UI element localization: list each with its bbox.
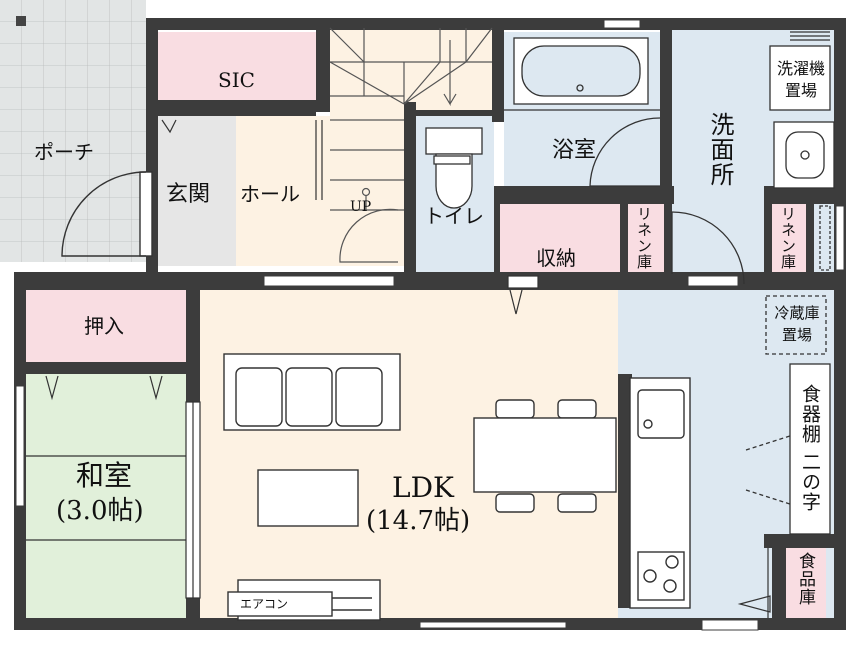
oshiire-fill [26, 290, 186, 362]
hall-fill [236, 116, 410, 266]
washitsu-details [26, 375, 201, 599]
storage-label: 収納 [536, 246, 576, 270]
porch-post [16, 16, 26, 26]
washroom-fixtures [671, 31, 835, 285]
pantry-fill [786, 548, 826, 618]
genkan-label: 玄関 [166, 182, 211, 207]
washitsu-size-label: (3.0帖) [56, 496, 144, 526]
porch-label: ポーチ [34, 140, 94, 164]
hall-label: ホール [240, 182, 300, 206]
linen2-label: リネン庫 [779, 206, 797, 270]
linen1-fill [628, 204, 664, 274]
tv-board [227, 579, 381, 621]
storage-fill [500, 204, 620, 274]
ldk-label: LDK [392, 471, 454, 504]
cupboard [745, 295, 831, 535]
coffee-table [257, 469, 359, 527]
oshiire-label: 押入 [84, 314, 124, 338]
up-label: UP [350, 199, 372, 215]
sic-label: SIC [218, 68, 255, 92]
bathtub [504, 37, 661, 187]
kitchen-counter [629, 377, 691, 609]
washitsu-fill [26, 374, 186, 622]
porch-door [61, 171, 153, 257]
sofa [223, 353, 401, 431]
linen2-fill [772, 204, 806, 274]
washer-place-label: 洗濯機 置場 [776, 59, 825, 100]
linen1-label: リネン庫 [635, 206, 653, 270]
washroom-label: 洗面所 [706, 112, 734, 187]
genkan-fill [156, 116, 236, 266]
sic-fill [156, 32, 316, 100]
pantry-label: 食品庫 [795, 552, 815, 606]
pantry-door [737, 548, 771, 618]
fridge-place-label: 冷蔵庫 置場 [774, 304, 820, 344]
cupboard-label: 食器棚 [799, 384, 821, 444]
stairs [329, 27, 493, 263]
aircon-label: エアコン [240, 597, 289, 611]
storage-door [507, 275, 539, 315]
shoe-closet-detail [161, 119, 323, 200]
porch-area [0, 0, 146, 262]
cupboard-type-label: 二の字 [799, 452, 821, 512]
bath-label: 浴室 [552, 138, 597, 163]
toilet-label: トイレ [424, 204, 484, 228]
washitsu-label: 和室 [76, 459, 133, 492]
ldk-size-label: (14.7帖) [366, 506, 471, 536]
dining-set [473, 399, 617, 513]
windows [15, 19, 845, 631]
walls [14, 18, 846, 630]
toilet-fixture [425, 127, 483, 209]
